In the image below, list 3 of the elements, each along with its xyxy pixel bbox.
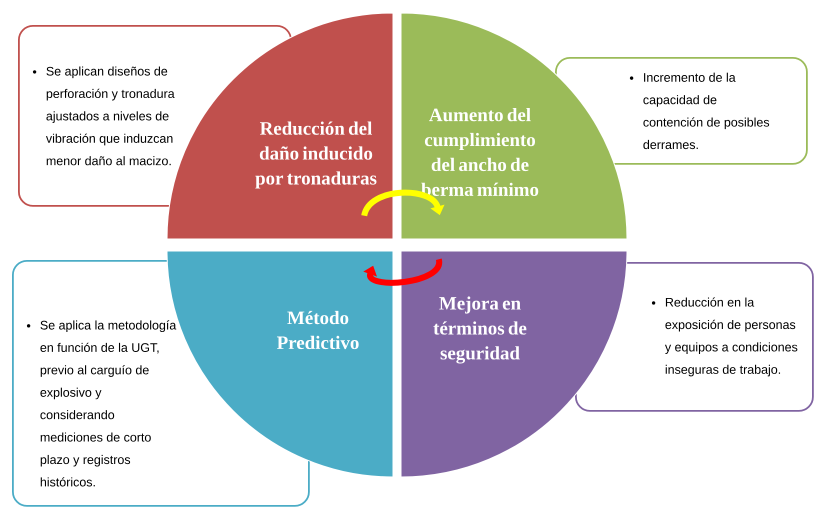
quadrant: Mejora en términos de seguridad (400, 250, 628, 478)
cycle-arrow (361, 190, 445, 217)
cycle-arrow (363, 259, 442, 286)
